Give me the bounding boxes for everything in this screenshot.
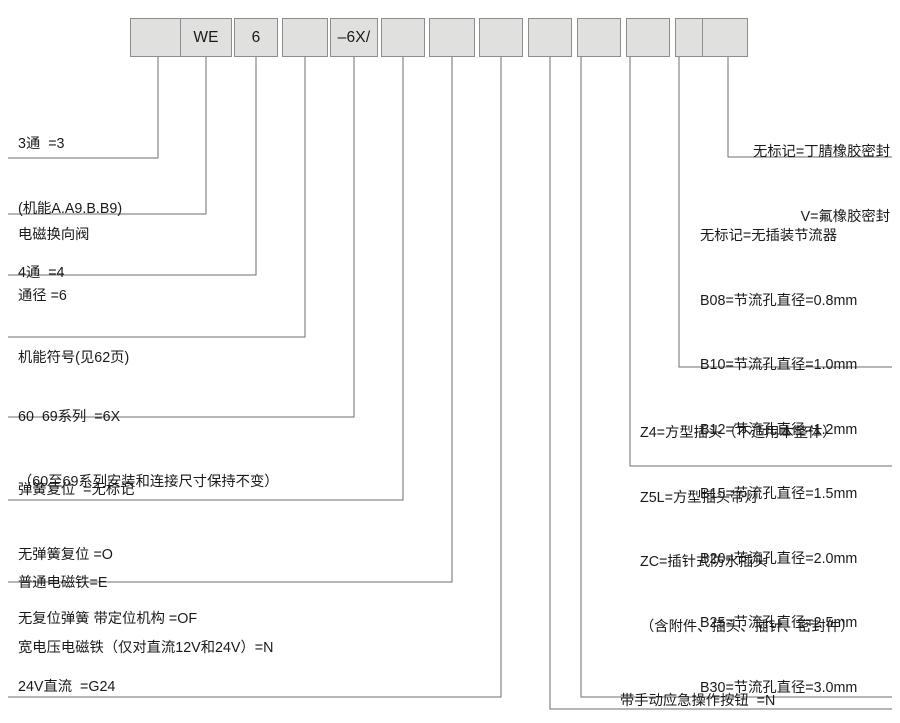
note-size: 通径 =6 — [18, 243, 67, 351]
note-solenoid-line-2: 宽电压电磁铁（仅对直流12V和24V）=N — [18, 639, 274, 656]
note-seal: 无标记=丁腈橡胶密封 V=氟橡胶密封 — [612, 99, 890, 271]
note-function-symbol-line-1: 机能符号(见62页) — [18, 350, 130, 366]
note-plug: Z4=方型插头（不适用本整体） Z5L=方型插头带灯 ZC=插针式防水插头 （含… — [640, 380, 854, 681]
note-ports-line-3: 4通 =4 — [18, 265, 65, 281]
note-series: 60 69系列 =6X （60至69系列安装和连接尺寸保持不变） — [18, 364, 279, 536]
code-box-11[interactable] — [626, 18, 670, 57]
note-solenoid: 普通电磁铁=E 宽电压电磁铁（仅对直流12V和24V）=N — [18, 530, 273, 702]
note-manual-override: 带手动应急操作按钮 =N — [620, 648, 775, 723]
note-valve-type: 电磁换向阀 — [18, 182, 89, 290]
note-spring-return: 弹簧复位 =无标记 无弹簧复位 =O 无复位弹簧 带定位机构 =OF — [18, 437, 197, 674]
code-box-2[interactable]: WE — [180, 18, 232, 57]
note-throttle-line-2: B08=节流孔直径=0.8mm — [700, 292, 858, 309]
note-throttle-line-6: B20=节流孔直径=2.0mm — [700, 550, 858, 567]
note-plug-line-4: （含附件、插头、插针、密封件） — [640, 618, 855, 635]
code-box-5[interactable]: –6X/ — [330, 18, 378, 57]
code-box-10[interactable] — [577, 18, 621, 57]
note-plug-line-1: Z4=方型插头（不适用本整体） — [640, 425, 837, 441]
note-voltage: 24V直流 =G24 220V交流.50Hz =W220–50 220V交流本整… — [18, 634, 191, 723]
note-ports: 3通 =3 (机能A.A9.B.B9) 4通 =4 — [18, 91, 122, 328]
note-throttle-line-7: B25=节流孔直径=2.5mm — [700, 615, 858, 631]
note-throttle-line-5: B15=节流孔直径=1.5mm — [700, 486, 858, 502]
note-series-line-2: （60至69系列安装和连接尺寸保持不变） — [18, 473, 279, 490]
code-box-4[interactable] — [282, 18, 328, 57]
code-box-8[interactable] — [479, 18, 523, 57]
note-ports-line-1: 3通 =3 — [18, 136, 65, 152]
note-spring-return-line-3: 无复位弹簧 带定位机构 =OF — [18, 611, 198, 627]
code-box-1[interactable] — [130, 18, 186, 57]
note-function-symbol: 机能符号(见62页) — [18, 305, 129, 413]
note-throttle-line-8: B30=节流孔直径=3.0mm — [700, 679, 858, 696]
note-seal-line-2: V=氟橡胶密封 — [800, 208, 890, 225]
code-box-9[interactable] — [528, 18, 572, 57]
note-spring-return-line-2: 无弹簧复位 =O — [18, 546, 113, 563]
note-spring-return-line-1: 弹簧复位 =无标记 — [18, 482, 135, 498]
note-size-line-1: 通径 =6 — [18, 288, 67, 304]
code-box-6[interactable] — [381, 18, 425, 57]
note-throttle-line-3: B10=节流孔直径=1.0mm — [700, 357, 858, 373]
note-valve-type-line-1: 电磁换向阀 — [18, 227, 90, 243]
note-seal-line-1: 无标记=丁腈橡胶密封 — [752, 144, 890, 160]
note-throttle: 无标记=无插装节流器 B08=节流孔直径=0.8mm B10=节流孔直径=1.0… — [700, 183, 857, 723]
note-manual-override-line-1: 带手动应急操作按钮 =N — [620, 693, 776, 709]
code-box-7[interactable] — [429, 18, 475, 57]
code-box-3[interactable]: 6 — [234, 18, 278, 57]
note-plug-line-3: ZC=插针式防水插头 — [640, 554, 768, 570]
note-solenoid-line-1: 普通电磁铁=E — [18, 575, 108, 591]
note-ports-line-2: (机能A.A9.B.B9) — [18, 200, 123, 217]
note-voltage-line-1: 24V直流 =G24 — [18, 679, 116, 695]
code-box-13[interactable] — [702, 18, 748, 57]
note-throttle-line-1: 无标记=无插装节流器 — [700, 228, 838, 244]
note-throttle-line-4: B12=节流孔直径=1.2mm — [700, 421, 858, 438]
note-series-line-1: 60 69系列 =6X — [18, 409, 121, 425]
note-plug-line-2: Z5L=方型插头带灯 — [640, 489, 759, 506]
